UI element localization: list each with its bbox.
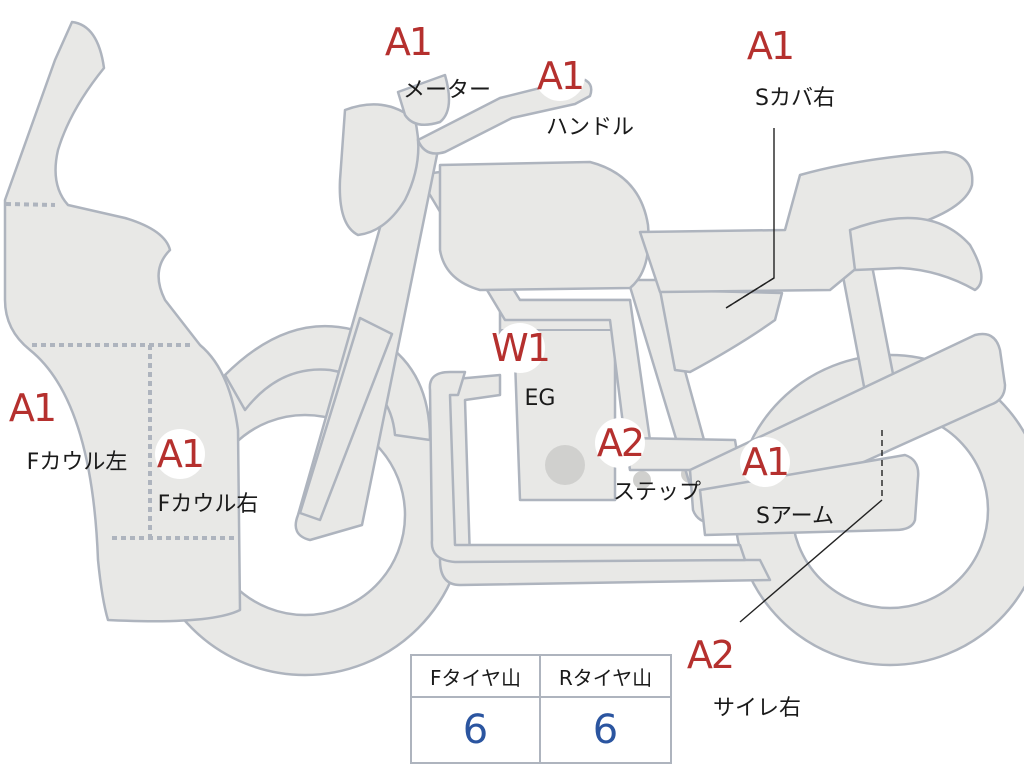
meter-housing bbox=[396, 73, 451, 127]
muffler-label: サイレ右 bbox=[712, 696, 802, 721]
fuel-tank bbox=[438, 160, 650, 292]
swing-arm-grade: A1 bbox=[740, 437, 790, 487]
rear-tire-value: 6 bbox=[592, 707, 619, 753]
meter-grade: A1 bbox=[383, 17, 433, 67]
rear-fender bbox=[848, 216, 983, 292]
front-cowl bbox=[3, 20, 242, 623]
tire-tread-table: Fタイヤ山 Rタイヤ山 6 6 bbox=[410, 654, 672, 764]
exhaust-pipe-lower bbox=[428, 370, 747, 564]
step-grade: A2 bbox=[595, 418, 645, 468]
fork-guard bbox=[298, 316, 394, 522]
handle-label: ハンドル bbox=[545, 115, 635, 140]
handle-grade: A1 bbox=[535, 51, 585, 101]
front-cowl-left-label: Fカウル左 bbox=[26, 450, 128, 475]
muffler-grade: A2 bbox=[685, 630, 735, 680]
seat bbox=[638, 150, 974, 294]
side-cover-grade: A1 bbox=[745, 21, 795, 71]
rear-tire-header: Rタイヤ山 bbox=[541, 656, 670, 698]
side-cover bbox=[658, 288, 784, 374]
front-cowl-right-label: Fカウル右 bbox=[157, 492, 259, 517]
front-cowl-left-grade: A1 bbox=[7, 383, 57, 433]
step-label: ステップ bbox=[612, 480, 702, 505]
headlight bbox=[338, 103, 420, 237]
front-cowl-right-grade: A1 bbox=[155, 429, 205, 479]
front-tire-value: 6 bbox=[412, 698, 541, 762]
side-cover-label: Sカバ右 bbox=[755, 86, 835, 111]
front-tire-header: Fタイヤ山 bbox=[412, 656, 541, 698]
meter-label: メーター bbox=[402, 78, 492, 103]
swing-arm-label: Sアーム bbox=[756, 504, 834, 529]
engine-grade: W1 bbox=[491, 323, 551, 373]
engine-label: EG bbox=[524, 386, 556, 411]
